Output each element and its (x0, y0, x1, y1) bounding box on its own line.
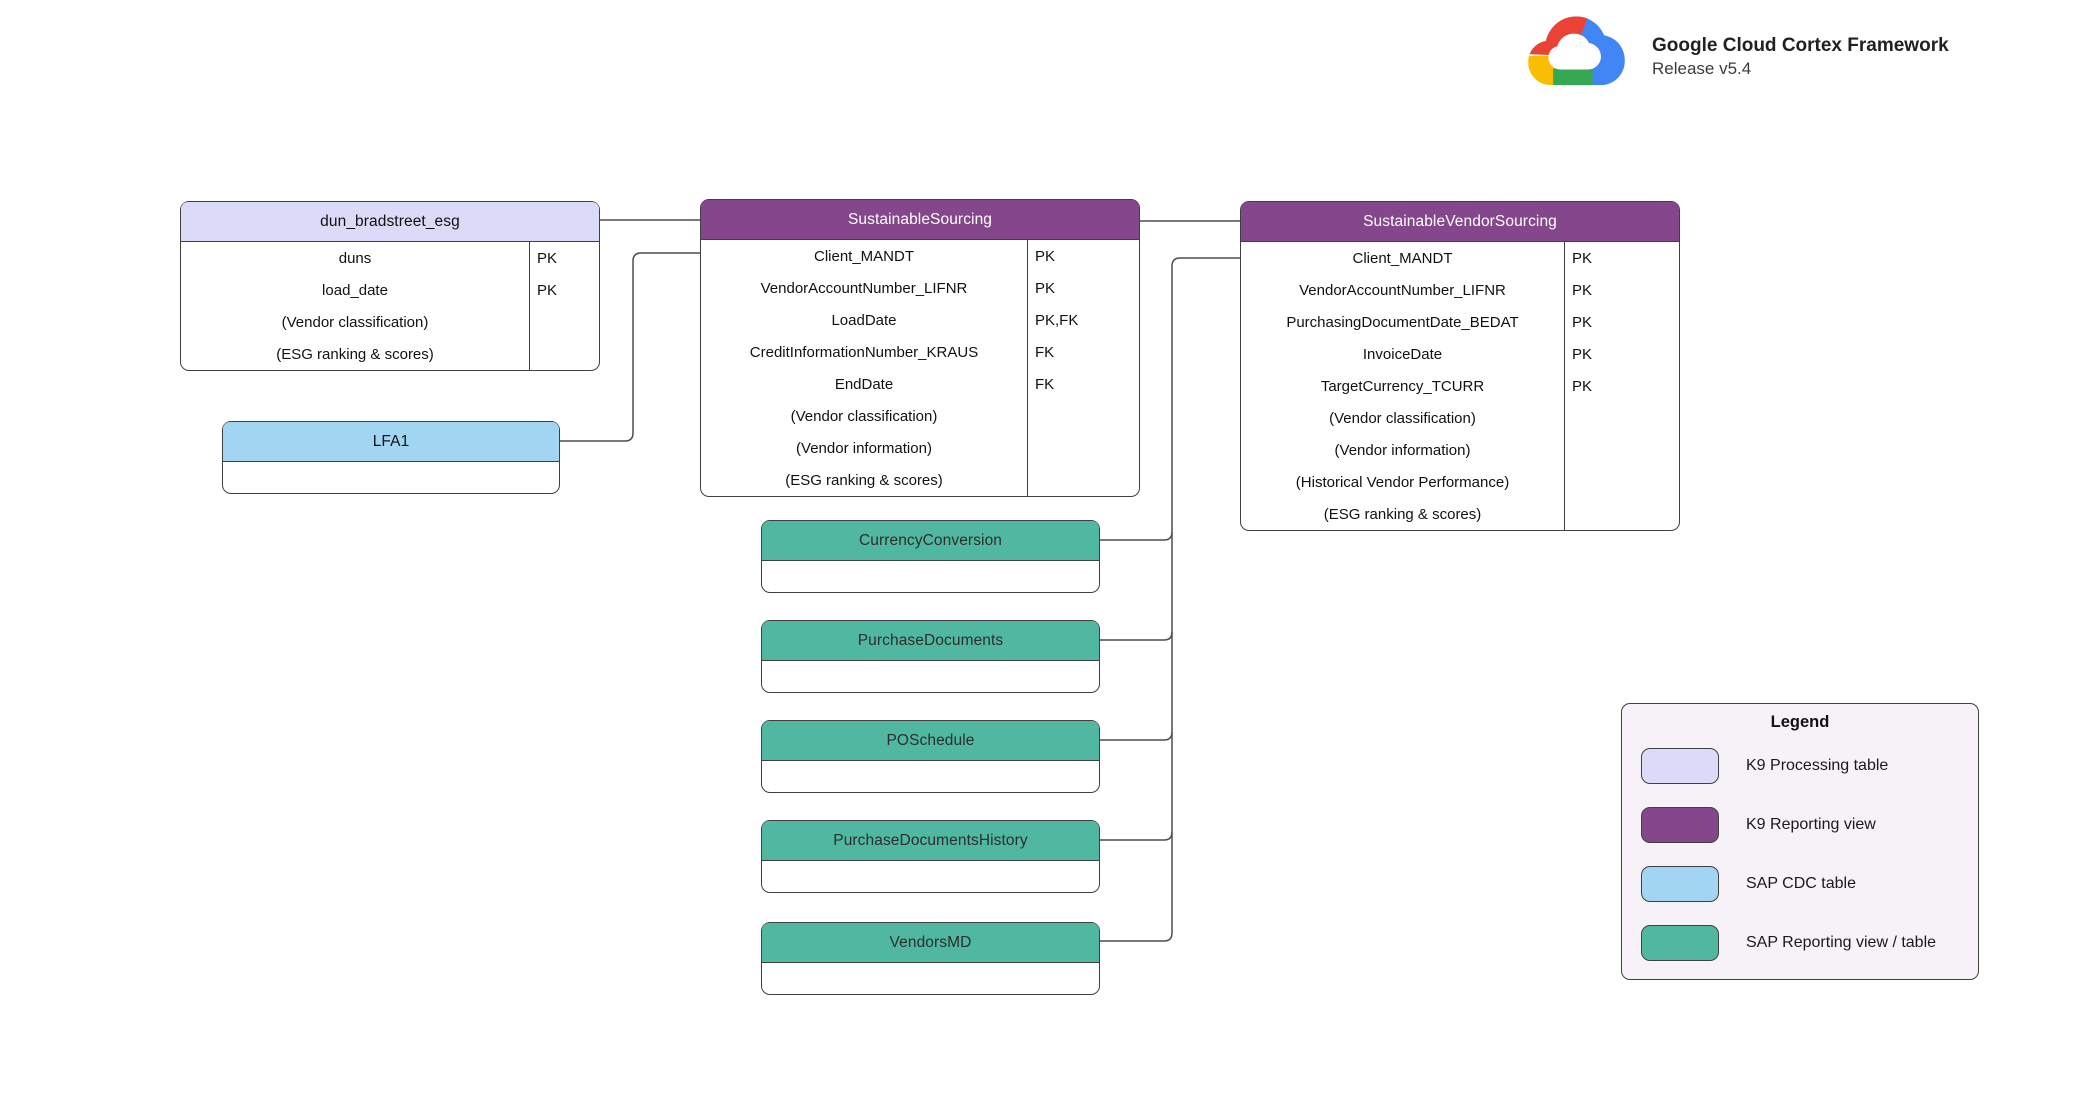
connector-currencyconversion-stub (1100, 531, 1173, 541)
table-row: PurchasingDocumentDate_BEDAT PK (1241, 306, 1679, 338)
table-title: VendorsMD (762, 923, 1099, 963)
table-title: PurchaseDocumentsHistory (762, 821, 1099, 861)
table-row: InvoiceDate PK (1241, 338, 1679, 370)
table-title: LFA1 (223, 422, 559, 462)
table-row (762, 861, 1099, 892)
table-row: CreditInformationNumber_KRAUS FK (701, 336, 1139, 368)
legend-item: SAP Reporting view / table (1641, 925, 1978, 961)
legend-title: Legend (1770, 713, 1830, 731)
table-row: VendorAccountNumber_LIFNR PK (1241, 274, 1679, 306)
table-row: (ESG ranking & scores) (701, 464, 1139, 496)
connector-poschedule-stub (1100, 731, 1173, 741)
table-sustainablevendorsourcing: SustainableVendorSourcing Client_MANDT P… (1240, 201, 1680, 531)
table-row (223, 462, 559, 493)
table-purchasedocumentshistory: PurchaseDocumentsHistory (761, 820, 1100, 893)
legend-swatch-k9-processing (1641, 748, 1719, 784)
table-row: (Historical Vendor Performance) (1241, 466, 1679, 498)
brand-subtitle: Release v5.4 (1652, 59, 1752, 78)
table-row: EndDate FK (701, 368, 1139, 400)
table-row (762, 561, 1099, 592)
table-lfa1: LFA1 (222, 421, 560, 494)
brand-title: Google Cloud Cortex Framework (1652, 35, 1949, 56)
table-title: CurrencyConversion (762, 521, 1099, 561)
table-row: VendorAccountNumber_LIFNR PK (701, 272, 1139, 304)
table-row: LoadDate PK,FK (701, 304, 1139, 336)
table-row: load_date PK (181, 274, 599, 306)
table-sustainablesourcing: SustainableSourcing Client_MANDT PK Vend… (700, 199, 1140, 497)
legend-item: K9 Processing table (1641, 748, 1978, 784)
connector-purchasedocuments-stub (1100, 631, 1173, 641)
legend-items: K9 Processing table K9 Reporting view SA… (1622, 732, 1978, 961)
table-row: (Vendor classification) (1241, 402, 1679, 434)
table-purchasedocuments: PurchaseDocuments (761, 620, 1100, 693)
connector-purchasedocumentshistory-stub (1100, 831, 1173, 841)
legend-item: K9 Reporting view (1641, 807, 1978, 843)
legend-item: SAP CDC table (1641, 866, 1978, 902)
table-title: POSchedule (762, 721, 1099, 761)
table-row: (ESG ranking & scores) (1241, 498, 1679, 530)
branding-block: Google Cloud Cortex Framework Release v5… (1524, 10, 1949, 102)
table-row: (Vendor classification) (181, 306, 599, 338)
connector-vendorsmd-trunk-to-sustainablevendorsourcing (1100, 257, 1240, 942)
table-vendorsmd: VendorsMD (761, 922, 1100, 995)
table-row: Client_MANDT PK (701, 240, 1139, 272)
google-cloud-logo (1528, 16, 1625, 86)
table-title: dun_bradstreet_esg (181, 202, 599, 242)
table-row: TargetCurrency_TCURR PK (1241, 370, 1679, 402)
table-row: (Vendor information) (1241, 434, 1679, 466)
table-row: (Vendor information) (701, 432, 1139, 464)
table-title: SustainableVendorSourcing (1241, 202, 1679, 242)
table-title: SustainableSourcing (701, 200, 1139, 240)
legend: Legend K9 Processing table K9 Reporting … (1621, 703, 1979, 980)
connector-lfa1-to-sustainablesourcing (560, 252, 700, 442)
table-row (762, 761, 1099, 792)
table-row: (ESG ranking & scores) (181, 338, 599, 370)
table-row (762, 661, 1099, 692)
table-currencyconversion: CurrencyConversion (761, 520, 1100, 593)
table-row: (Vendor classification) (701, 400, 1139, 432)
table-row (762, 963, 1099, 994)
legend-swatch-k9-reporting (1641, 807, 1719, 843)
table-row: Client_MANDT PK (1241, 242, 1679, 274)
legend-swatch-sap-cdc (1641, 866, 1719, 902)
table-title: PurchaseDocuments (762, 621, 1099, 661)
table-poschedule: POSchedule (761, 720, 1100, 793)
table-row: duns PK (181, 242, 599, 274)
table-dun-bradstreet-esg: dun_bradstreet_esg duns PK load_date PK … (180, 201, 600, 371)
brand-text: Google Cloud Cortex Framework Release v5… (1652, 10, 1949, 102)
legend-swatch-sap-reporting (1641, 925, 1719, 961)
